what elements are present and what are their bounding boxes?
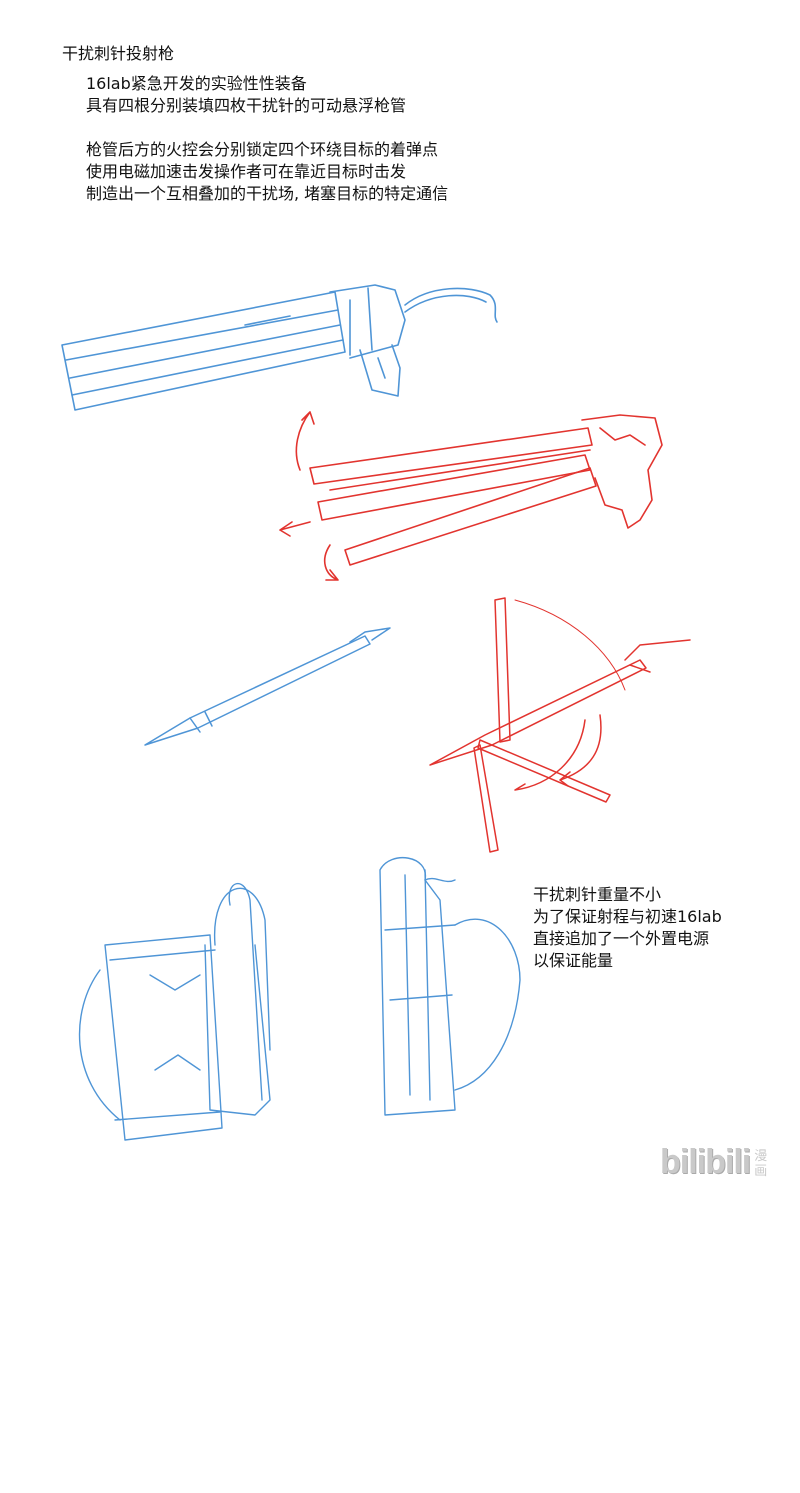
watermark-sub: 漫画 — [754, 1147, 768, 1178]
intro-line: 16lab紧急开发的实验性性装备 — [86, 74, 307, 93]
page-title: 干扰刺针投射枪 — [62, 44, 175, 63]
side-line: 直接追加了一个外置电源 — [533, 929, 710, 948]
intro-text: 16lab紧急开发的实验性性装备 具有四根分别装填四枚干扰针的可动悬浮枪管 枪管… — [86, 73, 448, 205]
red-needle-sketch — [429, 597, 691, 853]
side-line: 以保证能量 — [533, 951, 614, 970]
red-gun-sketch — [279, 411, 663, 581]
intro-line: 枪管后方的火控会分别锁定四个环绕目标的着弹点 — [86, 140, 439, 159]
blue-gun-sketch — [61, 284, 498, 411]
blue-needle-sketch — [144, 627, 391, 746]
side-note: 干扰刺针重量不小 为了保证射程与初速16lab 直接追加了一个外置电源 以保证能… — [533, 884, 722, 972]
bilibili-watermark: bilibili 漫画 — [660, 1143, 770, 1182]
blue-backpack-sketch — [78, 856, 521, 1141]
intro-line: 使用电磁加速击发操作者可在靠近目标时击发 — [86, 162, 407, 181]
intro-line: 具有四根分别装填四枚干扰针的可动悬浮枪管 — [86, 96, 407, 115]
side-line: 干扰刺针重量不小 — [533, 885, 662, 904]
watermark-brand: bilibili — [660, 1143, 751, 1181]
intro-line: 制造出一个互相叠加的干扰场, 堵塞目标的特定通信 — [86, 184, 449, 203]
side-line: 为了保证射程与初速16lab — [533, 907, 722, 926]
